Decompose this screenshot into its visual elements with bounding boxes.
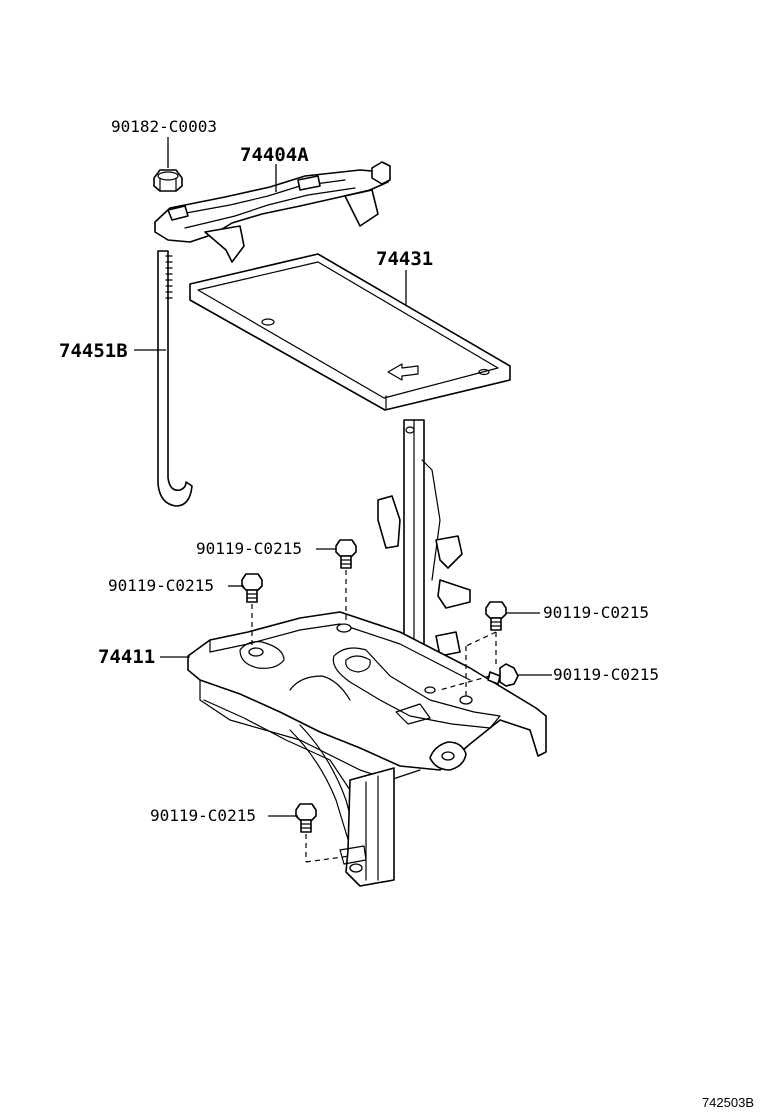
catalog-number: 742503B [701, 1095, 754, 1110]
callout-bolt-b: 90119-C0215 [108, 576, 214, 595]
callout-clamp: 74404A [240, 144, 309, 166]
callout-bolt-a: 90119-C0215 [196, 539, 302, 558]
callout-nut: 90182-C0003 [111, 117, 217, 136]
callout-bolt-d: 90119-C0215 [553, 665, 659, 684]
leader-lines [134, 137, 552, 817]
callout-carrier: 74411 [98, 646, 156, 668]
battery-tray-part [189, 253, 511, 411]
bolt-part-e [295, 803, 317, 833]
battery-clamp-part [154, 161, 391, 263]
nut-part [153, 169, 183, 192]
callout-bolt-e: 90119-C0215 [150, 806, 256, 825]
bolt-part-d [487, 663, 519, 687]
callout-bolt-c: 90119-C0215 [543, 603, 649, 622]
support-bracket-part [377, 419, 471, 657]
bolt-part-b [241, 573, 263, 603]
bolt-part-a [335, 539, 357, 569]
bolt-part-c [485, 601, 507, 631]
battery-carrier-part [187, 611, 547, 887]
assembly-lines [251, 570, 497, 863]
callout-tray: 74431 [376, 248, 434, 270]
callout-rod: 74451B [59, 340, 128, 362]
hold-down-rod-part [157, 250, 193, 507]
